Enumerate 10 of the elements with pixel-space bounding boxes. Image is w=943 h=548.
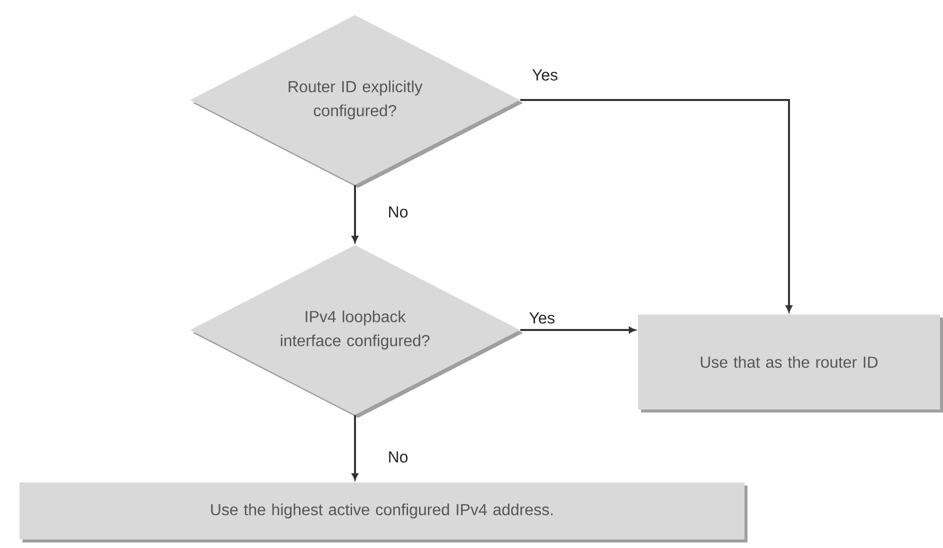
process-box: Use that as the router ID (638, 314, 943, 412)
edge-label: Yes (528, 311, 556, 325)
arrow (352, 415, 358, 480)
edge-label: No (386, 205, 410, 219)
edge-label: Yes (530, 68, 560, 82)
arrow (352, 185, 358, 243)
arrow (520, 99, 792, 312)
edge-label: No (386, 450, 410, 464)
process-box: Use the highest active configured IPv4 address. (20, 482, 748, 542)
arrow (520, 326, 636, 334)
